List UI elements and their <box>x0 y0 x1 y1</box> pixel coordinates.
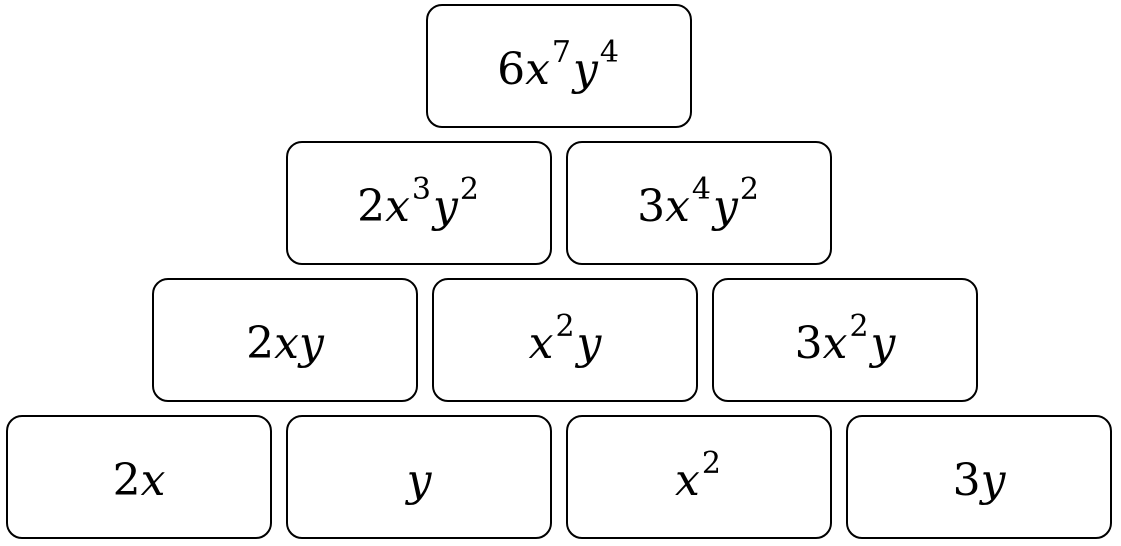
term-variable: y <box>870 318 896 369</box>
term-exponent: 4 <box>691 172 711 208</box>
term-variable: x <box>385 181 410 232</box>
brick-term: 2x <box>113 459 166 503</box>
term-exponent: 7 <box>551 35 571 71</box>
brick-row3-1: 2xy <box>152 278 418 402</box>
brick-term: 2xy <box>246 322 324 366</box>
brick-term: 2x3y2 <box>357 175 481 229</box>
term-coefficient: 2 <box>246 318 275 369</box>
brick-term: x2 <box>675 449 723 503</box>
term-variable: x <box>675 455 700 506</box>
brick-term: 6x7y4 <box>497 38 621 92</box>
brick-term: 3x2y <box>795 312 896 366</box>
brick-term: y <box>407 459 432 503</box>
term-variable: y <box>980 455 1006 506</box>
term-variable: y <box>406 455 432 506</box>
term-variable: y <box>576 318 602 369</box>
term-coefficient: 6 <box>497 44 526 95</box>
term-coefficient: 3 <box>794 318 823 369</box>
term-exponent: 2 <box>739 172 759 208</box>
term-variable: x <box>665 181 690 232</box>
term-exponent: 2 <box>459 172 479 208</box>
term-variable: x <box>822 318 848 369</box>
term-coefficient: 3 <box>637 181 666 232</box>
brick-row2-1: 2x3y2 <box>286 141 552 265</box>
term-exponent: 2 <box>555 309 575 345</box>
term-variable: x <box>274 318 299 369</box>
term-coefficient: 2 <box>112 455 141 506</box>
brick-row4-3: x2 <box>566 415 832 539</box>
brick-row3-3: 3x2y <box>712 278 978 402</box>
term-variable: x <box>528 318 554 369</box>
term-coefficient: 2 <box>357 181 386 232</box>
term-exponent: 4 <box>599 35 619 71</box>
term-variable: x <box>525 44 550 95</box>
term-variable: y <box>298 318 324 369</box>
term-exponent: 2 <box>701 446 721 482</box>
brick-row1-1: 6x7y4 <box>426 4 692 128</box>
term-variable: y <box>712 181 738 232</box>
brick-row4-1: 2x <box>6 415 272 539</box>
brick-term: x2y <box>529 312 602 366</box>
brick-term: 3y <box>953 459 1006 503</box>
brick-row4-2: y <box>286 415 552 539</box>
brick-row4-4: 3y <box>846 415 1112 539</box>
term-variable: x <box>140 455 166 506</box>
term-coefficient: 3 <box>952 455 981 506</box>
term-variable: y <box>432 181 458 232</box>
brick-row2-2: 3x4y2 <box>566 141 832 265</box>
term-exponent: 3 <box>411 172 431 208</box>
brick-row3-2: x2y <box>432 278 698 402</box>
term-variable: y <box>572 44 598 95</box>
term-exponent: 2 <box>849 309 869 345</box>
brick-term: 3x4y2 <box>637 175 761 229</box>
